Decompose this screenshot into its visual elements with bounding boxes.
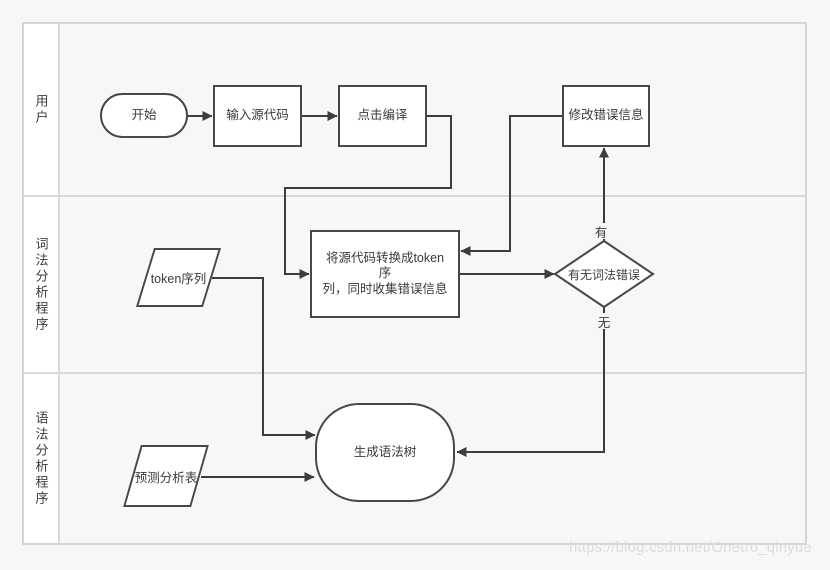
click-compile-node: 点击编译 [338,85,427,147]
lane-label-cell: 用户 [24,24,60,195]
lex-error-decision-shape [553,239,655,309]
lane-label-lexer: 词法分析程序 [33,236,49,333]
edge-label-yes: 有 [593,223,609,240]
start-node: 开始 [100,93,188,138]
tokenize-label-line2: 列，同时收集错误信息 [322,281,448,296]
syntax-tree-node: 生成语法树 [315,403,455,502]
fix-error-label: 修改错误信息 [568,108,644,123]
edge-decision-no-to-tree [456,307,605,457]
tokenize-label: 将源代码转换成token序 列，同时收集错误信息 [320,251,450,298]
input-source-label: 输入源代码 [226,108,289,123]
edge-fix-to-tokenize [460,115,562,256]
lane-lexer: 词法分析程序 [24,197,805,374]
lane-label-cell: 语法分析程序 [24,374,60,543]
tokenize-label-line1: 将源代码转换成token序 [325,250,445,281]
start-label: 开始 [131,107,157,122]
click-compile-label: 点击编译 [357,108,408,123]
syntax-tree-label: 生成语法树 [353,444,417,459]
lane-label-parser: 语法分析程序 [33,410,49,507]
lex-error-decision-label: 有无词法错误 [567,267,640,282]
lane-label-user: 用户 [33,93,49,126]
edge-label-no: 无 [596,313,612,330]
fix-error-node: 修改错误信息 [562,85,650,147]
lane-label-cell: 词法分析程序 [24,197,60,372]
token-sequence-label: token序列 [150,272,207,286]
edge-tokenseq-to-tree [212,277,316,440]
lane-user: 用户 [24,24,805,197]
token-sequence-node: token序列 [135,248,222,307]
predict-table-label: 预测分析表 [134,470,198,485]
edge-compile-to-tokenize [284,115,452,279]
watermark-text: https://blog.csdn.net/Onetro_qinyue [569,540,812,556]
input-source-node: 输入源代码 [213,85,302,147]
tokenize-node: 将源代码转换成token序 列，同时收集错误信息 [310,230,460,318]
lane-parser: 语法分析程序 [24,374,805,543]
predict-table-node: 预测分析表 [122,445,210,507]
